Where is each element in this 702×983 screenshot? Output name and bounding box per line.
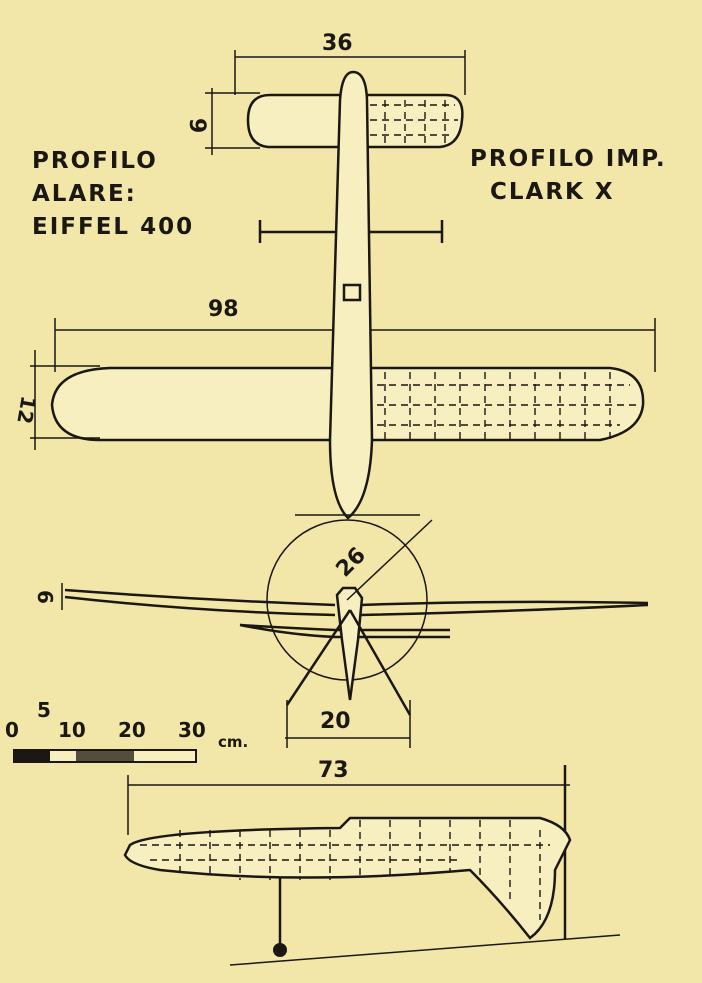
dim-tail-span: 36	[322, 31, 353, 56]
fuselage-top-view	[295, 70, 420, 520]
dim-wing-chord: 12	[12, 394, 40, 426]
dim-tailplane-width: 20	[320, 709, 351, 734]
tail-profile-line-1: PROFILO IMP.	[470, 146, 667, 172]
front-view	[61, 519, 649, 748]
scale-tick-20: 20	[118, 718, 146, 742]
dim-tail-chord: 9	[184, 118, 209, 133]
scale-tick-10: 10	[58, 718, 86, 742]
scale-bar	[13, 749, 197, 763]
wing-profile-line-2: ALARE:	[32, 181, 137, 207]
scale-tick-30: 30	[178, 718, 206, 742]
side-view	[123, 765, 621, 966]
dim-dihedral: 6	[33, 590, 57, 604]
tailplane-top-view	[205, 50, 466, 155]
scale-tick-0: 0	[5, 718, 19, 742]
tail-profile-label: PROFILO IMP. CLARK X	[470, 143, 667, 209]
wing-profile-label: PROFILO ALARE: EIFFEL 400	[32, 145, 194, 244]
wing-profile-line-1: PROFILO	[32, 148, 158, 174]
tail-profile-line-2: CLARK X	[490, 179, 615, 205]
dim-prop-diameter: 26	[332, 543, 371, 582]
wing-profile-line-3: EIFFEL 400	[32, 214, 195, 240]
dim-wing-span: 98	[208, 297, 239, 322]
scale-tick-5: 5	[37, 698, 51, 722]
dim-fuselage-length: 73	[318, 758, 349, 783]
scale-unit: cm.	[218, 733, 248, 751]
